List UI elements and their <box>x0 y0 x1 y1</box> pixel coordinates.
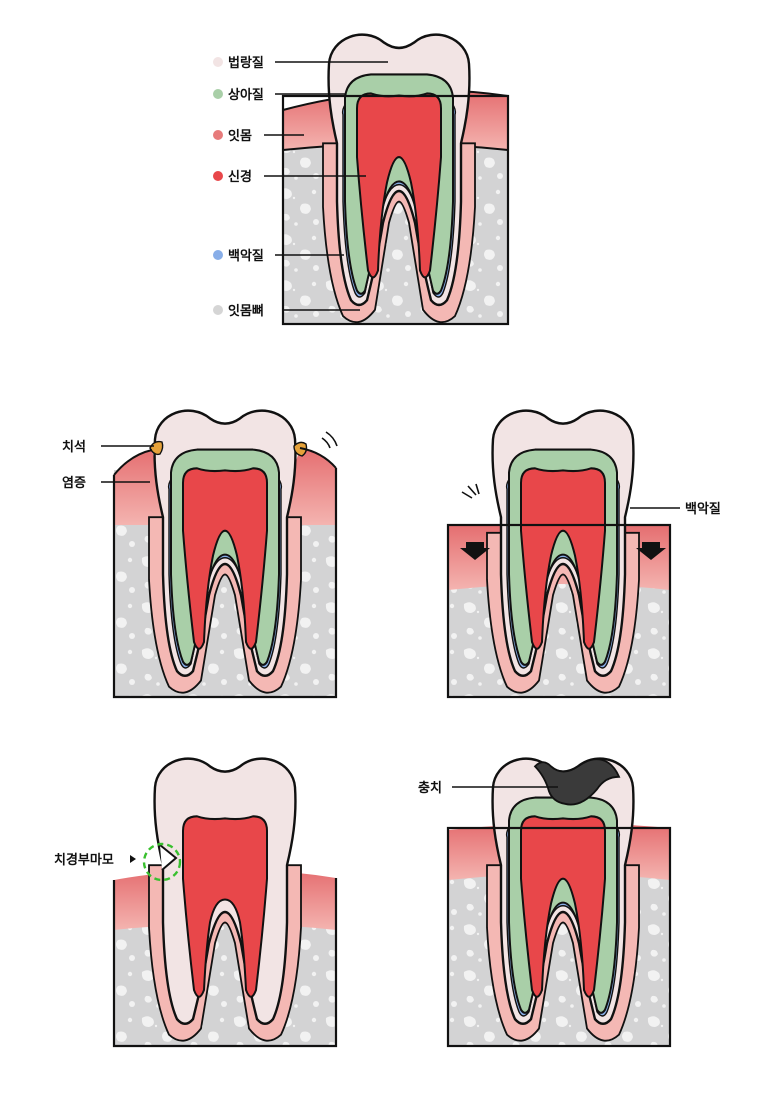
panel-tartar <box>114 411 337 697</box>
label-inflammation: 염증 <box>62 475 86 491</box>
panel-abrasion <box>114 759 336 1046</box>
pointer-arrow-icon <box>130 855 136 863</box>
legend-cementum-label: 백악질 <box>228 248 264 264</box>
legend-gum-label: 잇몸 <box>228 128 252 144</box>
legend-enamel-label: 법랑질 <box>228 55 264 71</box>
label-abrasion: 치경부마모 <box>54 852 114 868</box>
panel-recession <box>448 411 670 697</box>
legend-nerve-label: 신경 <box>228 169 252 185</box>
panel-caries <box>448 759 670 1046</box>
panel-normal-tooth <box>283 35 508 324</box>
legend-dentin-label: 상아질 <box>228 87 264 103</box>
label-calculus: 치석 <box>62 439 86 455</box>
legend-bone-label: 잇몸뼈 <box>228 303 264 319</box>
label-caries: 충치 <box>418 780 442 796</box>
label-cementum-exposed: 백악질 <box>685 501 721 517</box>
